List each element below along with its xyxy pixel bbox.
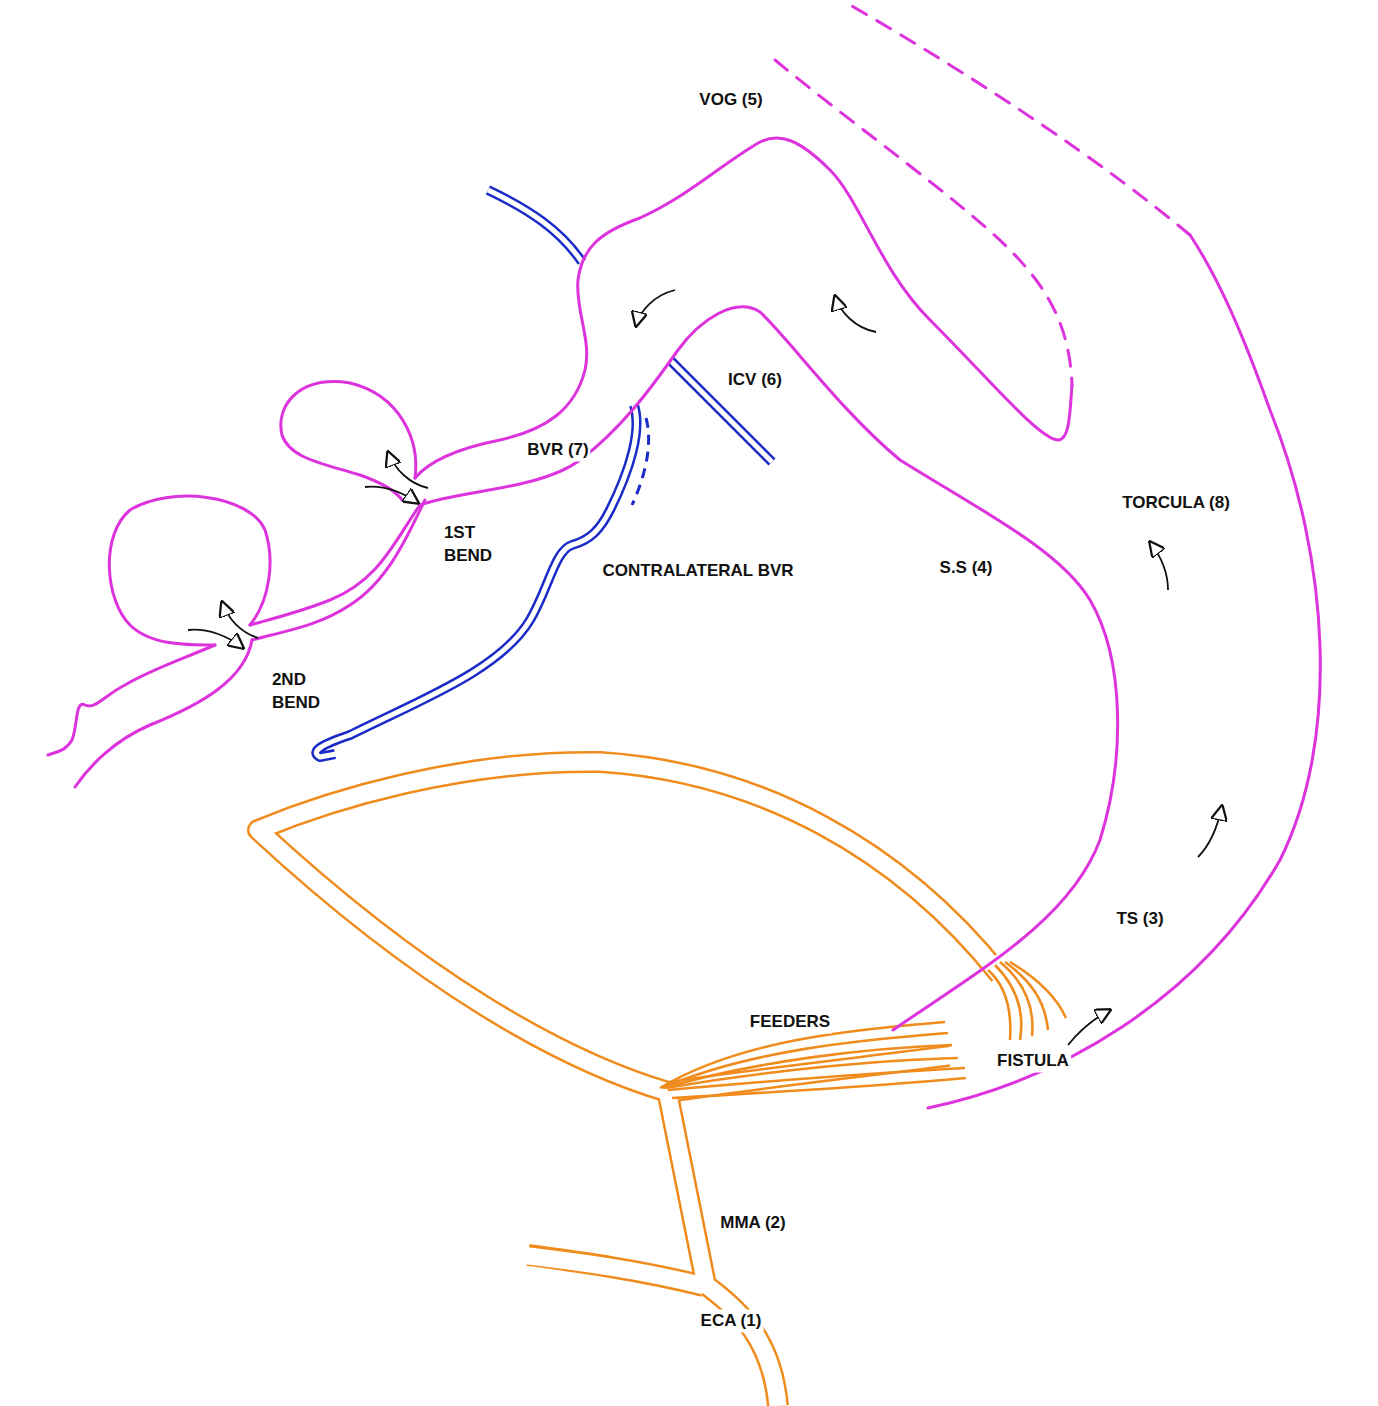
vessel-label: ICV (6): [726, 369, 784, 392]
vessel-label: 2ND BEND: [270, 669, 322, 715]
deep-veins: [316, 190, 772, 757]
vessel-label: CONTRALATERAL BVR: [600, 560, 795, 583]
vessel-label: FEEDERS: [748, 1011, 832, 1034]
vessel-label: ECA (1): [699, 1310, 764, 1333]
vessel-label: TS (3): [1114, 908, 1165, 931]
artery-tubes: [258, 762, 1066, 1406]
vessel-label: VOG (5): [697, 89, 764, 112]
vessel-label: MMA (2): [718, 1212, 787, 1235]
vessel-label: 1ST BEND: [442, 522, 494, 568]
flow-arrows: [188, 290, 1222, 1045]
vessel-label: BVR (7): [525, 439, 590, 462]
vessel-label: FISTULA: [995, 1050, 1071, 1073]
vessel-label: TORCULA (8): [1120, 492, 1232, 515]
vessel-label: S.S (4): [938, 557, 995, 580]
venous-sinuses: [48, 2, 1320, 1108]
